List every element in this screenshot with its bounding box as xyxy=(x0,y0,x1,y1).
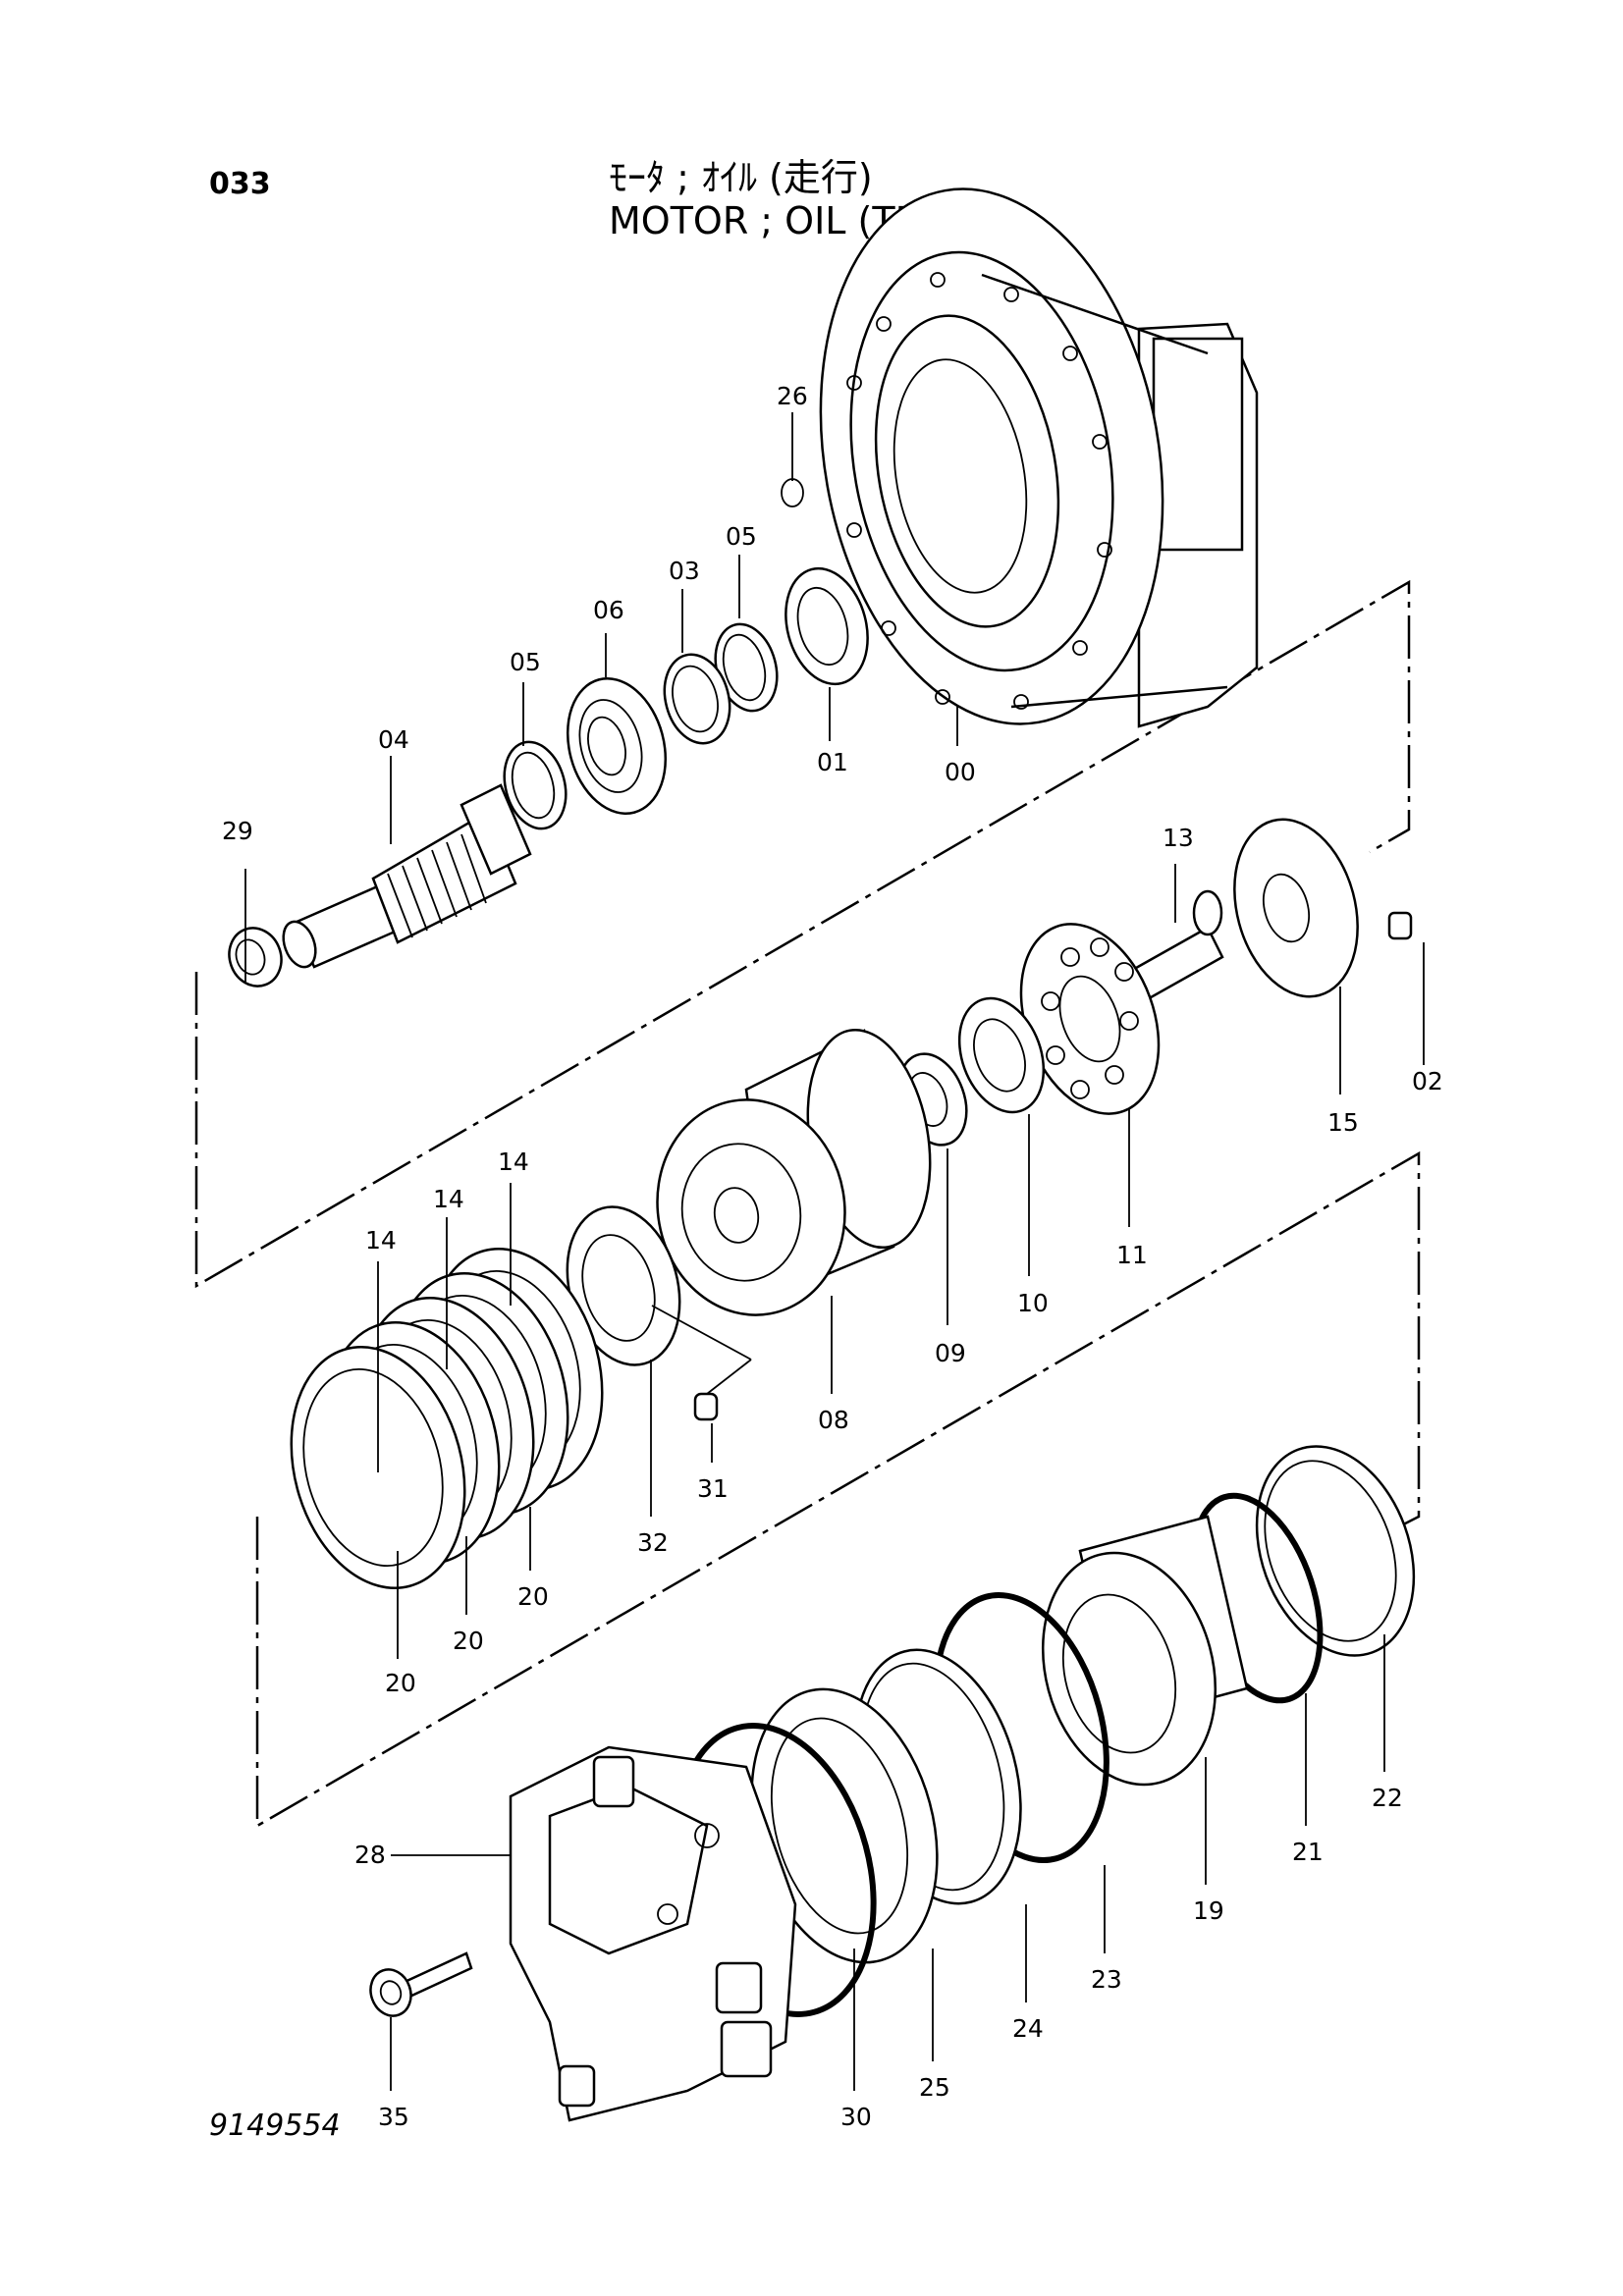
label-14c: 14 xyxy=(498,1148,529,1176)
pin-02 xyxy=(1387,911,1413,940)
label-20b: 20 xyxy=(453,1627,484,1655)
label-04: 04 xyxy=(378,725,409,754)
ring-22 xyxy=(1255,1445,1416,1657)
valve-casing-28 xyxy=(509,1745,797,2122)
label-09: 09 xyxy=(935,1339,966,1367)
label-25: 25 xyxy=(919,2073,950,2102)
document-number: 9149554 xyxy=(209,2109,341,2143)
label-28: 28 xyxy=(354,1841,386,1869)
needle-bearing-29 xyxy=(228,927,283,988)
valve-plate-11 xyxy=(1019,923,1161,1115)
cover-15 xyxy=(1233,818,1359,998)
label-24: 24 xyxy=(1012,2014,1044,2043)
bearing-06 xyxy=(566,677,668,815)
label-30: 30 xyxy=(840,2103,872,2131)
label-05a: 05 xyxy=(726,522,757,551)
leader-lines xyxy=(244,555,1425,2091)
page-number: 033 xyxy=(209,167,271,201)
label-14a: 14 xyxy=(365,1226,397,1255)
ring-25 xyxy=(750,1687,939,1964)
housing-part xyxy=(819,187,1259,728)
label-10: 10 xyxy=(1017,1289,1049,1317)
label-22: 22 xyxy=(1372,1784,1403,1812)
label-29: 29 xyxy=(222,817,253,845)
snap-ring-05-upper xyxy=(714,622,779,713)
label-21: 21 xyxy=(1292,1838,1324,1866)
title-japanese: ﾓｰﾀ ; ｵｲﾙ (走行) xyxy=(609,156,873,199)
pin-31 xyxy=(693,1392,719,1421)
label-11: 11 xyxy=(1116,1241,1148,1269)
bolt-35 xyxy=(369,1951,473,2017)
label-20c: 20 xyxy=(517,1582,549,1611)
label-05b: 05 xyxy=(510,648,541,676)
label-13: 13 xyxy=(1163,824,1194,852)
shaft-04 xyxy=(282,783,532,969)
spool-13 xyxy=(1127,889,1224,1003)
label-20a: 20 xyxy=(385,1669,416,1697)
label-31: 31 xyxy=(697,1474,729,1503)
o-ring-26 xyxy=(781,478,804,507)
label-02: 02 xyxy=(1412,1067,1443,1095)
label-14b: 14 xyxy=(433,1185,464,1213)
callout-labels: 00 01 02 03 04 05 05 06 08 09 10 11 13 1… xyxy=(222,382,1443,2131)
label-26: 26 xyxy=(777,382,808,410)
label-19: 19 xyxy=(1193,1896,1224,1925)
label-00: 00 xyxy=(945,758,976,786)
label-23: 23 xyxy=(1091,1965,1122,1994)
label-35: 35 xyxy=(378,2103,409,2131)
seal-01 xyxy=(784,566,869,686)
centerline-upper xyxy=(194,579,1411,1289)
label-06: 06 xyxy=(593,596,624,624)
label-08: 08 xyxy=(818,1406,849,1434)
clutch-plates xyxy=(290,1248,604,1589)
label-01: 01 xyxy=(817,748,848,776)
label-15: 15 xyxy=(1327,1108,1359,1137)
label-03: 03 xyxy=(669,557,700,585)
bearing-10 xyxy=(957,996,1046,1114)
piston-19 xyxy=(1041,1515,1249,1787)
cylinder-block-08 xyxy=(656,1028,932,1316)
label-32: 32 xyxy=(637,1528,669,1557)
ring-03 xyxy=(663,653,731,745)
